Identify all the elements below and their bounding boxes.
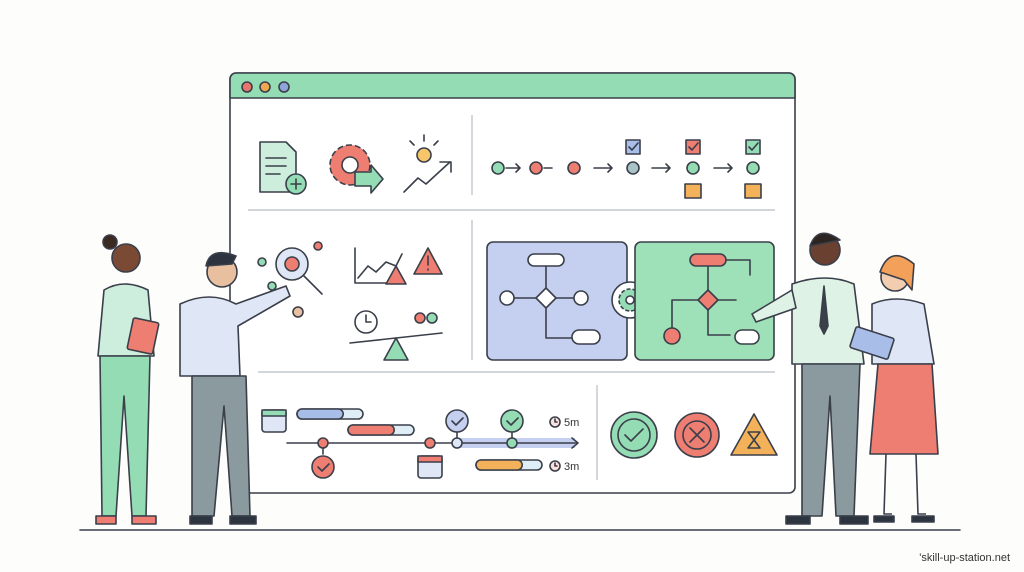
progress-fill [296,408,345,420]
title-bar [229,72,796,99]
document-add-icon [259,141,307,195]
check-circle-icon [500,409,524,433]
progress-bar-blue [296,408,364,420]
person-woman-right [849,254,939,523]
lightbulb-growth-icon [403,134,452,193]
check-circle-icon [610,411,658,459]
progress-fill [475,459,524,471]
x-circle-icon [674,412,720,458]
minimize-dot[interactable] [259,81,271,93]
chart-warning-icon [354,247,443,285]
duration-label: 3m [564,461,579,473]
magnifier-network-icon [257,241,323,295]
gear-arrow-icon [329,144,384,194]
calendar-icon [261,409,287,433]
thumbs-up-icon [684,183,702,199]
person-man-right [751,232,869,525]
flowchart-panel-blue [486,241,628,361]
close-dot[interactable] [241,81,253,93]
hourglass-warning-icon [730,413,778,456]
watermark: 'skill-up-station.net [919,552,1010,564]
dividers [248,115,775,480]
maximize-dot[interactable] [278,81,290,93]
progress-bar-orange [475,459,543,471]
person-woman-left [95,234,160,525]
calendar-icon [417,455,443,479]
tablet-icon [849,326,895,360]
necktie [819,285,829,335]
check-circle-icon [445,409,469,433]
thumbs-up-icon [744,183,762,199]
balance-scale-icon [349,310,443,361]
clock-icon [549,460,561,472]
timeline: 5m 3m [261,408,579,479]
flowchart-panel-green [634,241,775,361]
progress-bar-red [347,424,415,436]
workflow-steps [491,139,762,199]
person-man-pointing [179,251,304,525]
clock-icon [549,416,561,428]
progress-fill [347,424,396,436]
tablet-icon [126,317,160,355]
duration-label: 5m [564,417,579,429]
